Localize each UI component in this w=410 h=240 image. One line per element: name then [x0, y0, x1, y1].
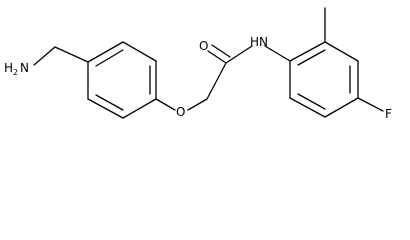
carbonyl-oxygen-label: O — [199, 39, 208, 53]
fluorine-label: F — [385, 107, 392, 121]
ring-substituent-bonds — [324, 7, 384, 112]
aminomethyl-bonds — [33, 46, 89, 66]
benzene-ring-right — [289, 41, 359, 118]
ether-acetamide-bonds — [155, 44, 291, 111]
amine-h-label: H — [4, 61, 13, 75]
amine-subscript-label: 2 — [13, 68, 18, 77]
molecule-svg: H 2 N O O H N F — [4, 7, 392, 121]
ether-oxygen-label: O — [176, 105, 185, 119]
amide-n-label: N — [259, 35, 268, 49]
amine-n-label: N — [20, 61, 29, 75]
structure-diagram: H 2 N O O H N F — [4, 7, 392, 121]
benzene-ring-left — [87, 41, 157, 119]
amide-h-label: H — [250, 35, 259, 49]
